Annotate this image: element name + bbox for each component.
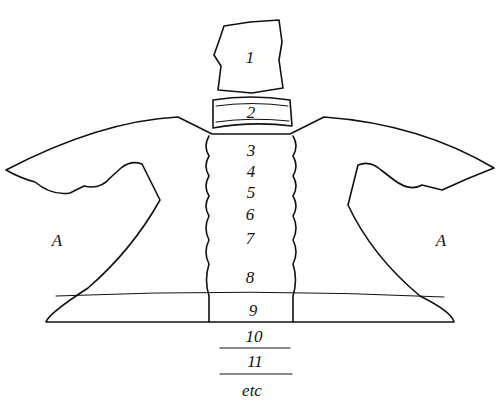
segment-number: 11 [247, 353, 263, 370]
part-letter: A [52, 232, 62, 249]
segment-number: 2 [247, 104, 256, 121]
segment-number: 1 [246, 49, 255, 66]
segment-number: 9 [249, 302, 258, 319]
second-segment-line [216, 104, 289, 123]
segment-number: 5 [247, 184, 256, 201]
part-letter: A [436, 232, 446, 249]
segment-number: 8 [246, 269, 255, 286]
segment-number: etc [242, 382, 262, 399]
segment-number: 4 [247, 163, 256, 180]
body-left-edge [206, 136, 209, 322]
segment-number: 6 [246, 206, 255, 223]
segment-number: 10 [246, 328, 263, 345]
second-segment [213, 97, 292, 128]
fused-outline [6, 117, 494, 322]
segment-number: 7 [246, 230, 255, 247]
segment-number: 3 [247, 142, 256, 159]
cross-line [56, 292, 444, 297]
segment-lines [220, 348, 292, 374]
first-segment [214, 20, 283, 93]
body-right-edge [293, 136, 296, 322]
